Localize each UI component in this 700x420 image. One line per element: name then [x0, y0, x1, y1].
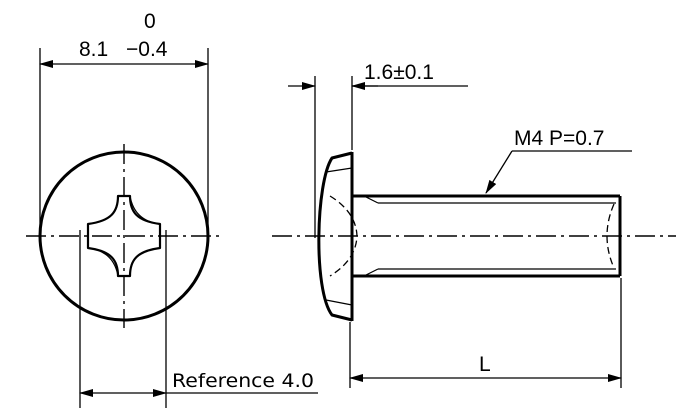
head-height-label: 1.6±0.1 [364, 61, 434, 84]
head-bottom-inner-line [325, 299, 353, 306]
hidden-recess-line [329, 195, 358, 277]
head-diameter-tol-lower: −0.4 [126, 38, 168, 61]
head-diameter-value: 8.1 [79, 38, 108, 61]
thread-end-chamfer-hidden [606, 203, 615, 269]
thread-runout-bottom [365, 268, 379, 276]
thread-callout-leader [485, 150, 513, 194]
length-label: L [479, 353, 491, 376]
phillips-recess-icon [86, 194, 162, 278]
head-diameter-tol-upper: 0 [144, 10, 156, 33]
thread-runout-top [365, 196, 379, 204]
head-top-inner-line [325, 167, 353, 173]
pan-head-profile [317, 151, 353, 322]
reference-label: Reference 4.0 [172, 370, 314, 392]
end-view: 0 8.1 −0.4 Reference 4.0 [26, 10, 318, 408]
side-view: 1.6±0.1 M4 P=0.7 L [272, 61, 676, 388]
thread-label: M4 P=0.7 [514, 127, 604, 150]
